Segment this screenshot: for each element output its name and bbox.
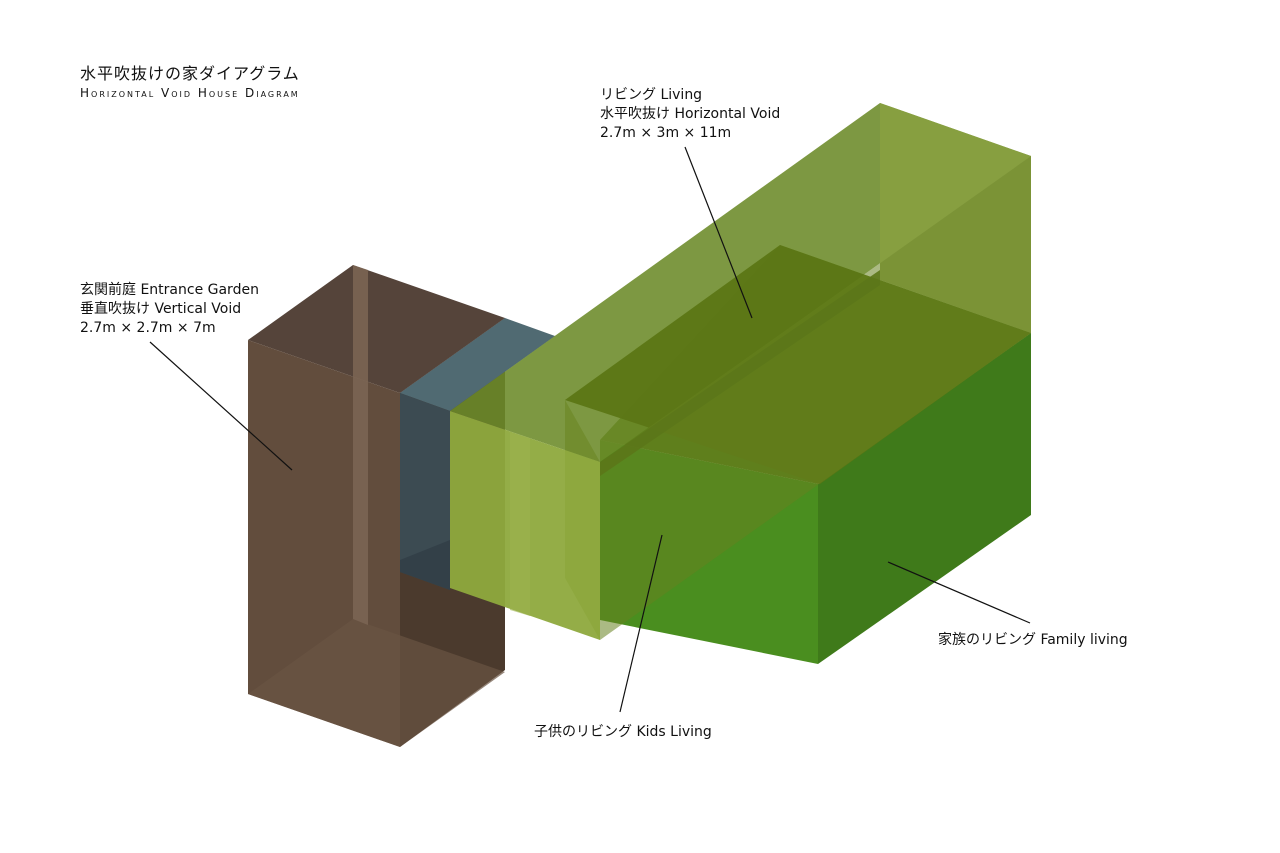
horizontal-void-front-face xyxy=(600,156,1031,640)
label-kids-line1: 子供のリビング Kids Living xyxy=(534,724,712,740)
leader-line-kids xyxy=(619,534,663,713)
kids-living-edge-shade xyxy=(510,432,530,616)
leader-line-family xyxy=(887,561,1031,624)
family-living-right-face xyxy=(818,333,1031,664)
label-living-line3: 2.7m × 3m × 11m xyxy=(600,125,732,141)
diagram-title-en: Horizontal Void House Diagram xyxy=(80,86,300,100)
diagram-title-jp: 水平吹抜けの家ダイアグラム xyxy=(80,64,300,83)
entrance-volume-inner-floor xyxy=(248,619,505,747)
label-family-living: 家族のリビング Family living xyxy=(938,631,1128,650)
vertical-void-side xyxy=(400,318,555,411)
vertical-void-volume xyxy=(400,318,555,590)
leader-line-living xyxy=(684,146,753,319)
label-entrance-line1: 玄関前庭 Entrance Garden xyxy=(80,282,259,298)
label-living: リビング Living 水平吹抜け Horizontal Void 2.7m ×… xyxy=(600,86,780,143)
label-entrance: 玄関前庭 Entrance Garden 垂直吹抜け Vertical Void… xyxy=(80,281,259,338)
entrance-garden-volume xyxy=(248,265,505,747)
vertical-void-shadow xyxy=(400,540,450,590)
leader-line-entrance xyxy=(149,341,293,471)
vertical-void-front xyxy=(400,393,450,590)
entrance-volume-inner-edge xyxy=(353,265,368,625)
kids-living-volume xyxy=(450,411,600,640)
entrance-volume-top-face xyxy=(248,265,505,393)
label-family-line1: 家族のリビング Family living xyxy=(938,632,1128,648)
leader-lines xyxy=(149,146,1031,713)
label-living-line2: 水平吹抜け Horizontal Void xyxy=(600,106,781,122)
label-entrance-line2: 垂直吹抜け Vertical Void xyxy=(80,301,242,317)
label-kids-living: 子供のリビング Kids Living xyxy=(534,723,712,742)
label-living-line1: リビング Living xyxy=(600,87,703,103)
label-entrance-line3: 2.7m × 2.7m × 7m xyxy=(80,320,216,336)
